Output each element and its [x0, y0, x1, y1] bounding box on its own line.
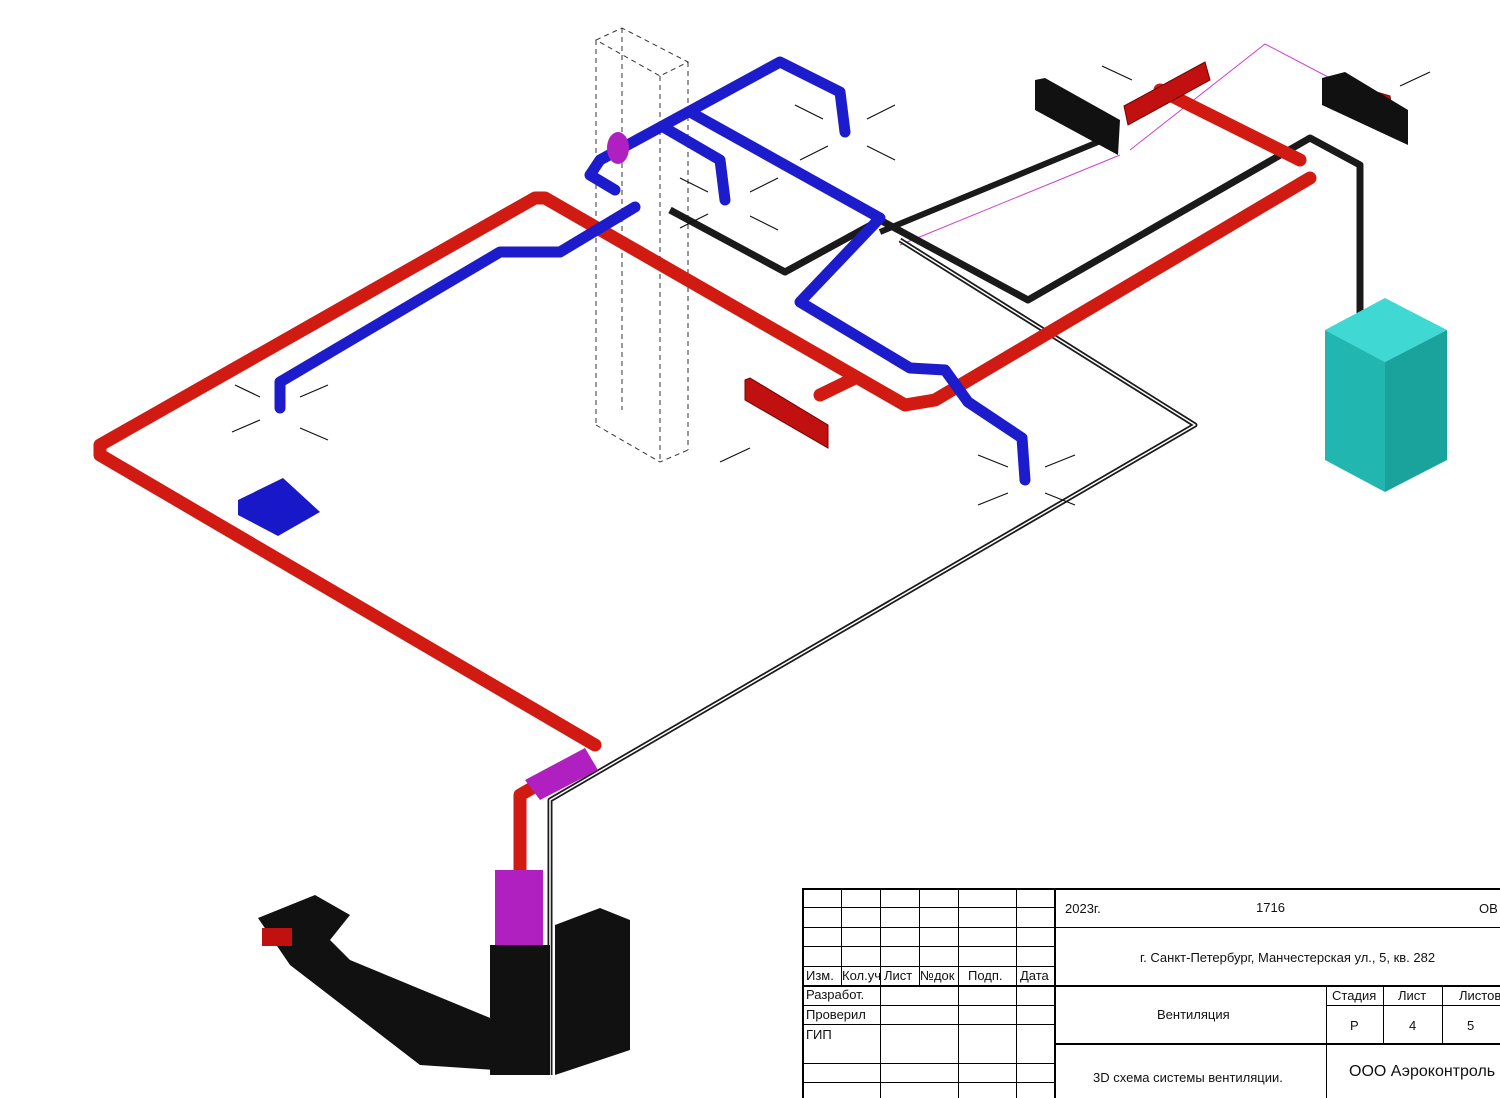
year: 2023г.	[1065, 901, 1101, 916]
stage-value: Р	[1350, 1018, 1359, 1033]
company-name: ООО Аэроконтроль	[1349, 1063, 1496, 1080]
role-checker: Проверил	[806, 1007, 866, 1022]
equipment-units	[258, 72, 1408, 1075]
role-chief: ГИП	[806, 1027, 832, 1042]
header-ndok: №док	[920, 968, 955, 983]
header-izm: Изм.	[806, 968, 834, 983]
section-name: Вентиляция	[1157, 1007, 1230, 1022]
header-podp: Подп.	[968, 968, 1003, 983]
building-column	[594, 27, 690, 463]
header-kol-uch: Кол.уч	[842, 968, 881, 983]
sheets-value: 5	[1467, 1018, 1475, 1033]
sheet-value: 4	[1409, 1018, 1417, 1033]
project-number: 1716	[1256, 900, 1285, 915]
title-block: Изм. Кол.уч Лист №док Подп. Дата Разрабо…	[802, 888, 1500, 1098]
header-list: Лист	[884, 968, 913, 983]
control-wire	[899, 154, 1121, 246]
header-data: Дата	[1020, 968, 1049, 983]
drawing-title: 3D схема системы вентиляции.	[1093, 1070, 1283, 1085]
address: г. Санкт-Петербург, Манчестерская ул., 5…	[1140, 950, 1436, 965]
airflow-arrows	[231, 65, 1431, 506]
exhaust-grille	[238, 478, 320, 536]
exhaust-ducts	[274, 56, 1031, 486]
fittings	[495, 132, 629, 945]
air-handling-unit	[1325, 298, 1447, 492]
control-wire	[1129, 43, 1331, 151]
sheets-label: Листов	[1459, 988, 1500, 1003]
role-developer: Разработ.	[806, 987, 865, 1002]
project-code: ОВ	[1479, 901, 1498, 916]
stage-label: Стадия	[1332, 988, 1377, 1003]
sheet-label: Лист	[1398, 988, 1427, 1003]
